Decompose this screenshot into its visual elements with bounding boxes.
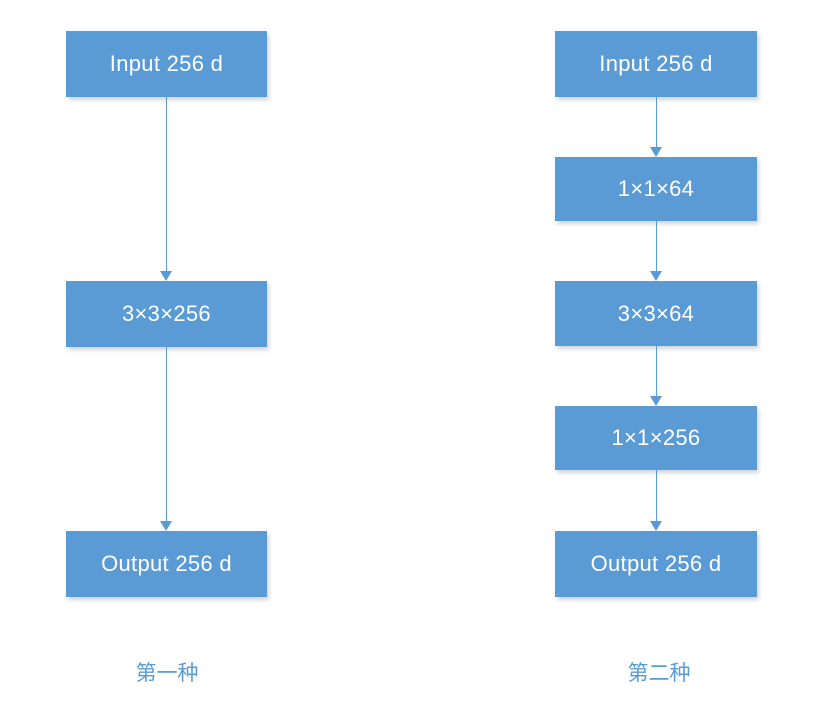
arrow-head (650, 521, 662, 531)
arrow-head (160, 521, 172, 531)
node-right-conv1x1x64: 1×1×64 (555, 157, 757, 221)
arrow-shaft (165, 347, 168, 522)
arrow-shaft (655, 221, 658, 272)
node-right-input: Input 256 d (555, 31, 757, 97)
arrow-shaft (165, 97, 168, 272)
arrow-down-icon (650, 97, 663, 157)
arrow-down-icon (160, 347, 173, 531)
arrow-down-icon (650, 221, 663, 281)
arrow-head (650, 271, 662, 281)
arrow-shaft (655, 97, 658, 148)
arrow-down-icon (160, 97, 173, 281)
column-label-second: 第二种 (627, 662, 691, 685)
node-left-conv3x3x256: 3×3×256 (66, 281, 267, 347)
node-right-conv3x3x64: 3×3×64 (555, 281, 757, 346)
node-left-input: Input 256 d (66, 31, 267, 97)
node-right-output: Output 256 d (555, 531, 757, 597)
arrow-head (650, 147, 662, 157)
arrow-head (160, 271, 172, 281)
arrow-head (650, 396, 662, 406)
column-label-first: 第一种 (135, 662, 199, 685)
arrow-down-icon (650, 470, 663, 531)
arrow-down-icon (650, 346, 663, 406)
arrow-shaft (655, 346, 658, 397)
node-right-conv1x1x256: 1×1×256 (555, 406, 757, 470)
node-left-output: Output 256 d (66, 531, 267, 597)
arrow-shaft (655, 470, 658, 522)
